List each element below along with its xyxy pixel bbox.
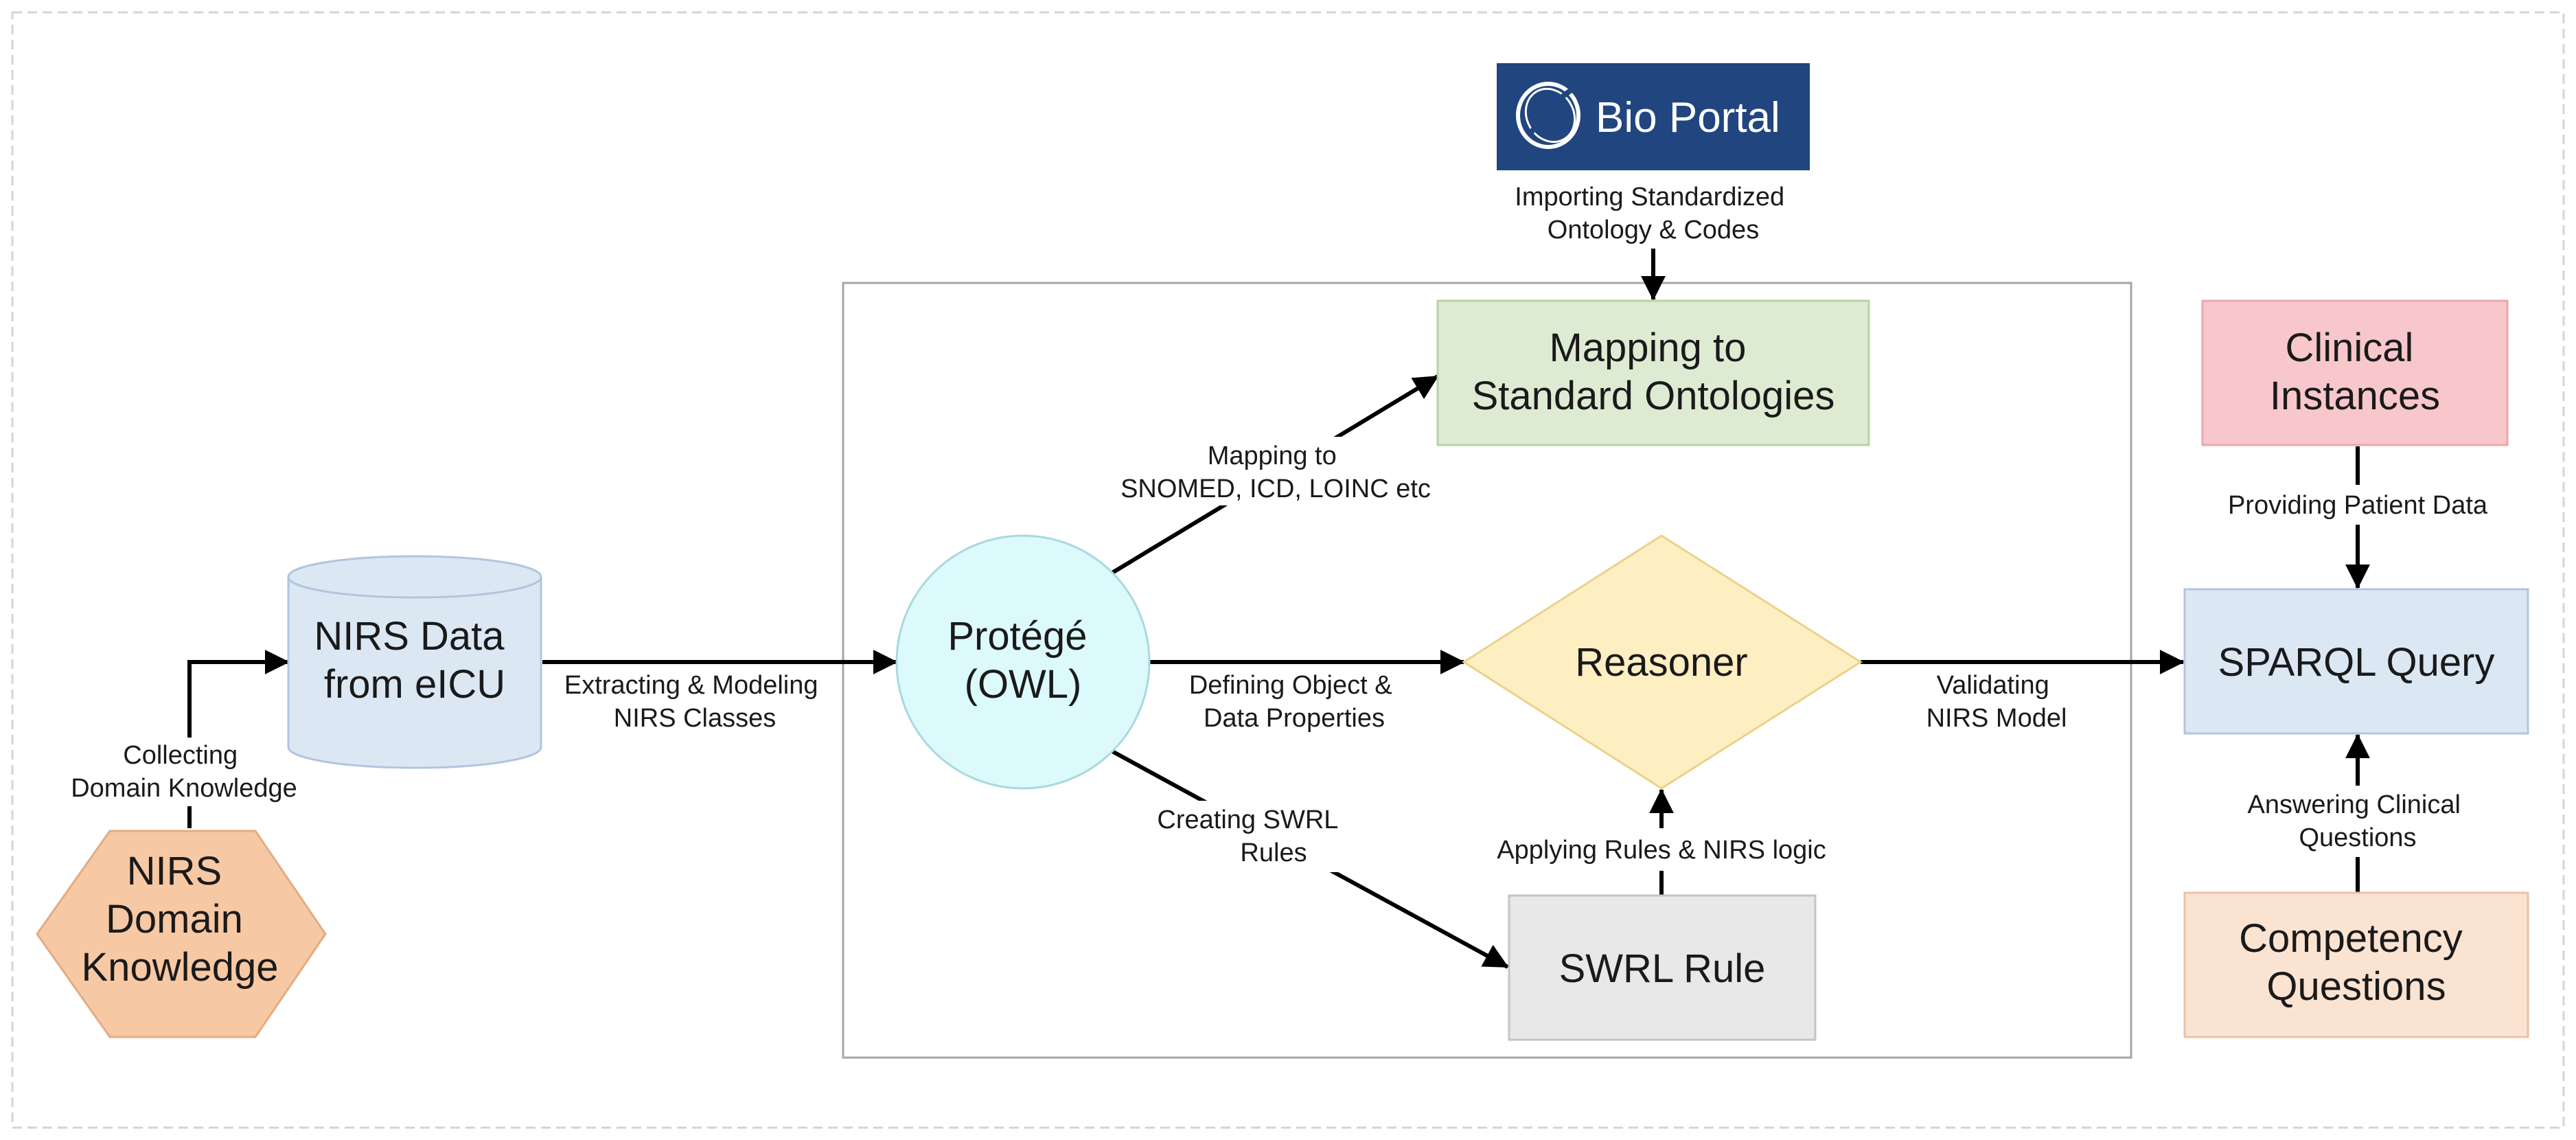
bioportal-logo: Bio Portal <box>1497 63 1810 170</box>
nirs-data-database: NIRS Data from eICU <box>287 555 542 769</box>
mapping-node-label: Mapping to Standard Ontologies <box>1472 326 1835 418</box>
swrl-rule-node: SWRL Rule <box>1508 894 1817 1041</box>
edge-label-mapping-to: Mapping to SNOMED, ICD, LOINC etc <box>1120 442 1431 503</box>
edge-label-applying: Applying Rules & NIRS logic <box>1497 836 1826 865</box>
ontology-container <box>842 282 2132 1059</box>
edge-label-answering: Answering Clinical Questions <box>2247 790 2468 852</box>
edge-label-creating: Creating SWRL Rules <box>1157 806 1344 867</box>
bioportal-label: Bio Portal <box>1596 94 1780 141</box>
edge-label-importing: Importing Standardized Ontology & Codes <box>1515 183 1791 244</box>
edge-label-providing: Providing Patient Data <box>2228 491 2488 520</box>
edge-label-extracting: Extracting & Modeling NIRS Classes <box>564 671 825 733</box>
nirs-data-label: NIRS Data from eICU <box>314 614 515 707</box>
reasoner-node: Reasoner <box>1462 534 1863 790</box>
nirs-domain-knowledge-node: NIRS Domain Knowledge <box>36 830 327 1038</box>
protege-label: Protégé (OWL) <box>947 614 1098 707</box>
edge-label-defining: Defining Object & Data Properties <box>1189 671 1399 733</box>
outer-frame <box>11 11 2565 1129</box>
clinical-instances-node: Clinical Instances <box>2201 299 2509 446</box>
nirs-domain-knowledge-label: NIRS Domain Knowledge <box>82 849 279 990</box>
bioportal-ring-icon <box>1516 82 1580 149</box>
edge-labels: Importing Standardized Ontology & Codes … <box>55 177 2510 872</box>
reasoner-label: Reasoner <box>1575 640 1747 685</box>
competency-questions-node: Competency Questions <box>2183 891 2529 1038</box>
competency-questions-label: Competency Questions <box>2239 916 2474 1009</box>
edge-label-validating: Validating NIRS Model <box>1927 671 2067 733</box>
sparql-query-node: SPARQL Query <box>2183 588 2529 735</box>
swrl-rule-label: SWRL Rule <box>1559 946 1766 991</box>
clinical-instances-label: Clinical Instances <box>2270 326 2440 418</box>
edge-label-collecting: Collecting Domain Knowledge <box>71 741 297 803</box>
protege-node: Protégé (OWL) <box>895 534 1151 790</box>
mapping-node: Mapping to Standard Ontologies <box>1436 299 1870 446</box>
sparql-query-label: SPARQL Query <box>2218 640 2495 685</box>
